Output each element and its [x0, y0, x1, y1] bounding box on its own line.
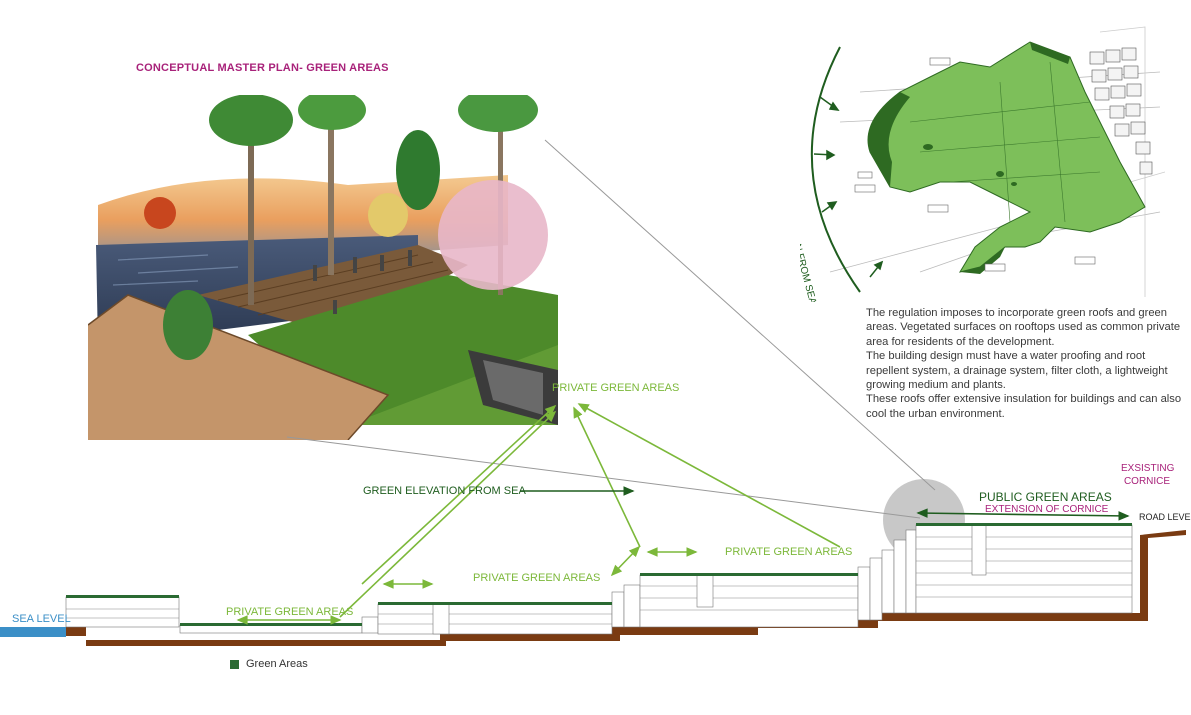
legend-swatch [230, 660, 239, 669]
description-text: The regulation imposes to incorporate gr… [866, 306, 1184, 421]
label-sea-level: SEA LEVEL [12, 613, 71, 625]
arrow [339, 410, 557, 618]
description-paragraph-1: The regulation imposes to incorporate gr… [866, 307, 1181, 348]
label-extension-cornice: EXTENSION OF CORNICE [985, 504, 1109, 515]
page-title: CONCEPTUAL MASTER PLAN- GREEN AREAS [136, 62, 389, 74]
legend-label: Green Areas [246, 658, 308, 670]
arrow [573, 406, 641, 548]
terrace-buildings [65, 524, 1133, 635]
label-private-top: PRIVATE GREEN AREAS [552, 382, 680, 394]
description-paragraph-2: The building design must have a water pr… [866, 350, 1168, 392]
arrow [361, 404, 557, 585]
connector-line [286, 436, 921, 519]
label-private-mid: PRIVATE GREEN AREAS [473, 572, 601, 584]
label-private-right: PRIVATE GREEN AREAS [725, 546, 853, 558]
arrow [916, 508, 1130, 521]
description-paragraph-3: These roofs offer extensive insulation f… [866, 393, 1182, 420]
label-private-left: PRIVATE GREEN AREAS [226, 606, 354, 618]
sea-water [0, 627, 66, 637]
label-existing-cornice: EXSISTING CORNICE [1121, 463, 1175, 487]
label-public-green: PUBLIC GREEN AREAS [979, 490, 1112, 504]
label-road-level: ROAD LEVEL [1139, 512, 1191, 522]
connector-line [544, 139, 936, 491]
arrow [577, 403, 841, 548]
arrow [610, 545, 641, 577]
perspective-sketch [88, 95, 558, 440]
ground-profile [66, 530, 1186, 646]
site-plan-map: GREEN ELEVATION FROM SEA [800, 26, 1165, 302]
label-green-elevation: GREEN ELEVATION FROM SEA [363, 485, 526, 497]
